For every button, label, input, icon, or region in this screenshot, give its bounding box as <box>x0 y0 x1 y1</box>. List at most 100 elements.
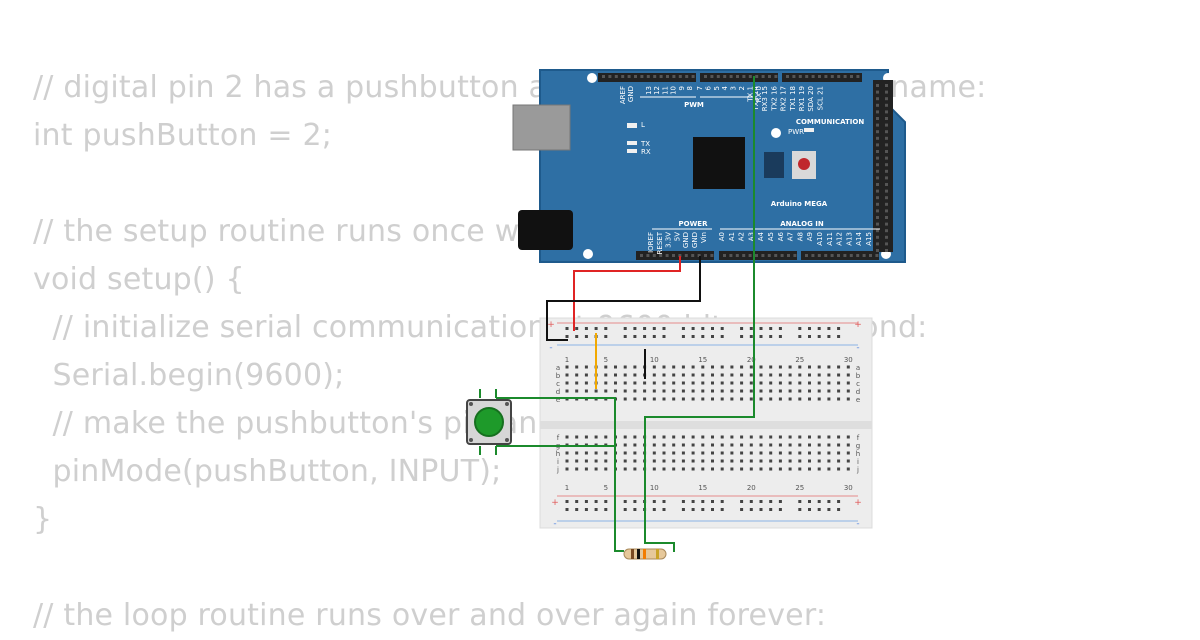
tie-hole <box>837 373 841 377</box>
tie-hole <box>623 443 627 447</box>
pin-hole <box>805 75 809 78</box>
analog-in-label: ANALOG IN <box>780 220 824 228</box>
pin-label: A14 <box>855 231 863 245</box>
pin-hole <box>876 202 879 206</box>
tie-hole <box>730 373 734 377</box>
tie-hole <box>672 365 676 369</box>
reset-button-cap <box>798 158 810 170</box>
tie-hole <box>749 397 753 401</box>
tie-hole <box>565 365 569 369</box>
tie-hole <box>604 459 608 463</box>
tie-hole <box>817 443 821 447</box>
tie-hole <box>711 467 714 471</box>
tie-hole <box>740 365 744 369</box>
tie-hole <box>594 435 598 439</box>
pin-hole <box>736 75 739 78</box>
rail-hole <box>817 327 821 330</box>
tie-hole <box>778 389 782 393</box>
tie-hole <box>672 451 676 455</box>
tie-hole <box>846 365 850 369</box>
tie-hole <box>652 451 656 455</box>
tie-hole <box>846 443 850 447</box>
tie-hole <box>720 459 724 463</box>
tie-hole <box>846 459 850 463</box>
pin-hole <box>837 75 841 78</box>
pin-hole <box>876 222 879 226</box>
pin-label: 9 <box>678 86 686 90</box>
pin-label: 8 <box>686 86 694 90</box>
rail-hole <box>798 500 802 503</box>
pin-hole <box>640 254 643 257</box>
pin-hole <box>748 75 752 78</box>
tie-hole <box>643 389 647 393</box>
rail-hole <box>691 508 695 511</box>
led-rx <box>627 149 637 153</box>
pin-hole <box>768 75 771 78</box>
tie-hole <box>730 435 734 439</box>
tie-hole <box>740 459 744 463</box>
pin-hole <box>885 209 888 213</box>
tie-hole <box>769 381 773 385</box>
code-line: Serial.begin(9600); <box>33 358 345 393</box>
tie-hole <box>633 459 637 463</box>
pin-hole <box>876 103 879 107</box>
tie-hole <box>749 365 753 369</box>
rail-hole <box>759 335 763 338</box>
tie-hole <box>846 381 850 385</box>
tie-hole <box>575 467 579 471</box>
pin-hole <box>885 249 888 252</box>
rail-hole <box>808 500 811 503</box>
pin-hole <box>811 75 815 78</box>
pin-hole <box>672 254 675 257</box>
rail-hole <box>778 327 782 330</box>
pin-hole <box>824 75 828 78</box>
rail-hole <box>749 500 753 503</box>
tie-hole <box>837 459 841 463</box>
column-number: 10 <box>650 484 659 492</box>
tie-hole <box>837 435 841 439</box>
rail-hole <box>759 327 763 330</box>
pin-hole <box>742 254 746 257</box>
pwr-led-label: PWR <box>788 128 804 136</box>
tie-hole <box>691 459 695 463</box>
tie-hole <box>584 373 588 377</box>
pin-hole <box>876 156 879 160</box>
pin-hole <box>885 143 888 147</box>
tie-hole <box>798 443 802 447</box>
rail-hole <box>769 500 773 503</box>
tie-hole <box>740 381 744 385</box>
pin-hole <box>885 150 888 153</box>
pin-label: 6 <box>704 85 712 90</box>
pin-hole <box>723 254 726 257</box>
tie-hole <box>778 373 782 377</box>
pin-hole <box>876 130 879 134</box>
tie-hole <box>827 443 831 447</box>
tie-hole <box>623 381 627 385</box>
tie-hole <box>808 397 811 401</box>
pin-hole <box>817 254 821 257</box>
tie-hole <box>662 443 666 447</box>
tie-hole <box>633 365 637 369</box>
rail-hole <box>575 508 579 511</box>
pin-label: A6 <box>777 231 785 241</box>
tie-hole <box>778 435 782 439</box>
pin-hole <box>608 75 612 78</box>
tie-hole <box>778 397 782 401</box>
row-letter: d <box>556 388 560 396</box>
usb-connector <box>512 104 571 151</box>
row-letter: e <box>556 396 560 404</box>
tie-hole <box>827 451 831 455</box>
row-letter: h <box>556 450 560 458</box>
tie-hole <box>788 435 792 439</box>
pin-hole <box>876 117 879 120</box>
pin-hole <box>830 75 834 78</box>
rail-hole <box>643 335 647 338</box>
tie-hole <box>769 459 773 463</box>
pin-hole <box>685 75 689 78</box>
pin-hole <box>876 183 879 186</box>
tie-hole <box>808 381 811 385</box>
tie-hole <box>798 381 802 385</box>
column-number: 15 <box>698 356 707 364</box>
pin-hole <box>876 249 879 252</box>
pin-hole <box>876 209 879 213</box>
